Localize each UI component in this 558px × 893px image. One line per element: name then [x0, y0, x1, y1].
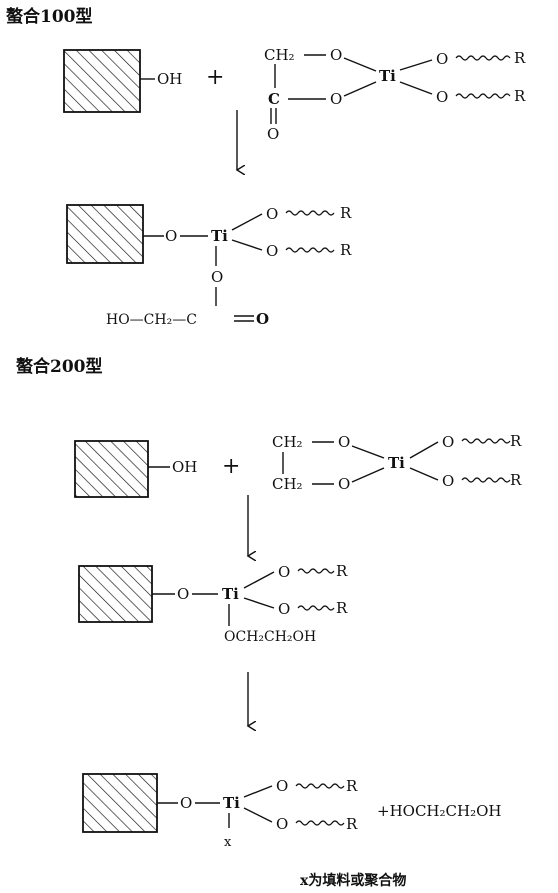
o-label: O [267, 125, 279, 143]
intermediate-200: O Ti O O R R OCH₂CH₂OH [78, 562, 348, 645]
ti-label: Ti [222, 585, 239, 603]
r-label: R [510, 471, 522, 489]
o-label: O [165, 227, 177, 245]
ch2-label: CH₂ [272, 475, 303, 493]
o-label: O [330, 90, 342, 108]
o-label: O [338, 475, 350, 493]
o-label: O [211, 268, 223, 286]
ti-label: Ti [223, 794, 240, 812]
o-label: O [442, 433, 454, 451]
o-label: O [330, 46, 342, 64]
o-label: O [266, 242, 278, 260]
o-label: O [180, 794, 192, 812]
r-label: R [514, 49, 526, 67]
titanate-100: CH₂ O C O O Ti O O R R [264, 46, 526, 143]
o-label: O [266, 205, 278, 223]
o-label: O [177, 585, 189, 603]
ch2-label: CH₂ [264, 46, 295, 64]
o-label: O [276, 777, 288, 795]
o-label: O [442, 472, 454, 490]
reactant-filler-1: OH [63, 49, 182, 113]
oh-label: OH [157, 70, 182, 88]
product-200: O Ti O O R R x +HOCH₂CH₂OH [82, 773, 501, 850]
byproduct-label: +HOCH₂CH₂OH [377, 802, 501, 820]
ch2-label: CH₂ [272, 433, 303, 451]
r-label: R [346, 777, 358, 795]
plus-sign: + [222, 454, 240, 479]
x-label: x [224, 835, 232, 850]
footnote: x为填料或聚合物 [300, 872, 406, 889]
o-label: O [338, 433, 350, 451]
r-label: R [340, 241, 352, 259]
o-label: O [436, 50, 448, 68]
och2ch2oh-label: OCH₂CH₂OH [224, 629, 316, 645]
ti-label: Ti [379, 67, 396, 85]
r-label: R [514, 87, 526, 105]
ho-ch2-c-label: HO—CH₂—C [106, 312, 197, 328]
section-title-200: 螯合200型 [16, 356, 103, 377]
product-100: O Ti O O R R O HO—CH₂—C O [66, 204, 352, 328]
plus-sign: + [206, 65, 224, 90]
o-label: O [276, 815, 288, 833]
c-label: C [268, 90, 280, 108]
titanate-200: CH₂ O CH₂ O Ti O O R R [272, 432, 522, 493]
r-label: R [346, 815, 358, 833]
o-label: O [256, 310, 269, 328]
o-label: O [278, 563, 290, 581]
r-label: R [336, 562, 348, 580]
o-label: O [278, 600, 290, 618]
oh-label: OH [172, 458, 197, 476]
r-label: R [336, 599, 348, 617]
r-label: R [340, 204, 352, 222]
reactant-filler-2: OH [74, 440, 197, 498]
ti-label: Ti [211, 227, 228, 245]
r-label: R [510, 432, 522, 450]
o-label: O [436, 88, 448, 106]
ti-label: Ti [388, 454, 405, 472]
section-title-100: 螯合100型 [6, 6, 93, 27]
